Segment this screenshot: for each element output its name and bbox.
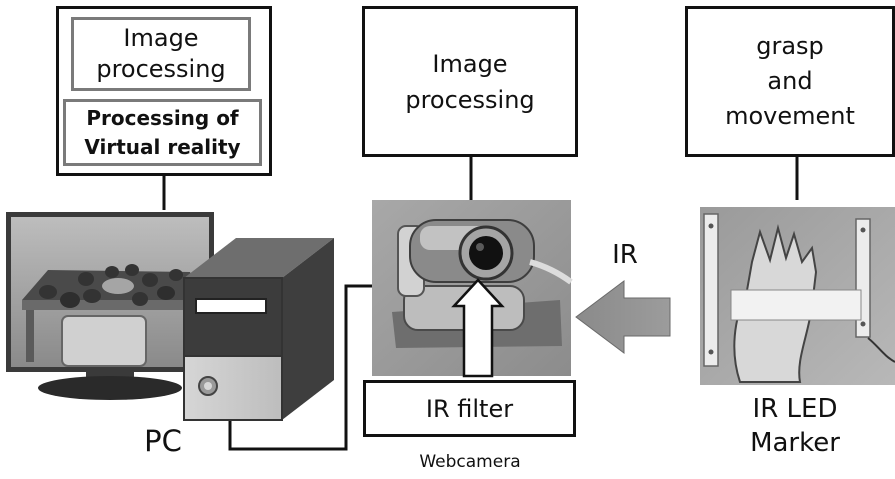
webcam-image-processing-box: Image processing	[362, 6, 578, 157]
webcamera-label: Webcamera	[419, 452, 521, 472]
vr-processing-text: Processing of Virtual reality	[84, 105, 241, 159]
pc-image-processing-text: Image processing	[96, 24, 226, 83]
usb-cable-line	[228, 284, 372, 451]
grasp-movement-text: grasp and movement	[725, 32, 855, 130]
pc-label: PC	[144, 424, 182, 458]
monitor	[6, 212, 214, 400]
vr-processing-box: Processing of Virtual reality	[63, 99, 262, 166]
ir-arrow	[575, 280, 671, 354]
ir-filter-box: IR filter	[363, 380, 576, 437]
ir-led-marker-label: IR LED Marker	[750, 394, 840, 458]
webcam-image-processing-text: Image processing	[405, 49, 535, 114]
ir-path-arrow	[451, 278, 505, 378]
pc-tower	[183, 238, 334, 421]
ir-filter-text: IR filter	[425, 394, 514, 423]
hand-marker-photo	[700, 207, 895, 385]
pc-image-processing-box: Image processing	[71, 17, 251, 91]
ir-label: IR	[612, 240, 638, 270]
grasp-movement-box: grasp and movement	[685, 6, 895, 157]
